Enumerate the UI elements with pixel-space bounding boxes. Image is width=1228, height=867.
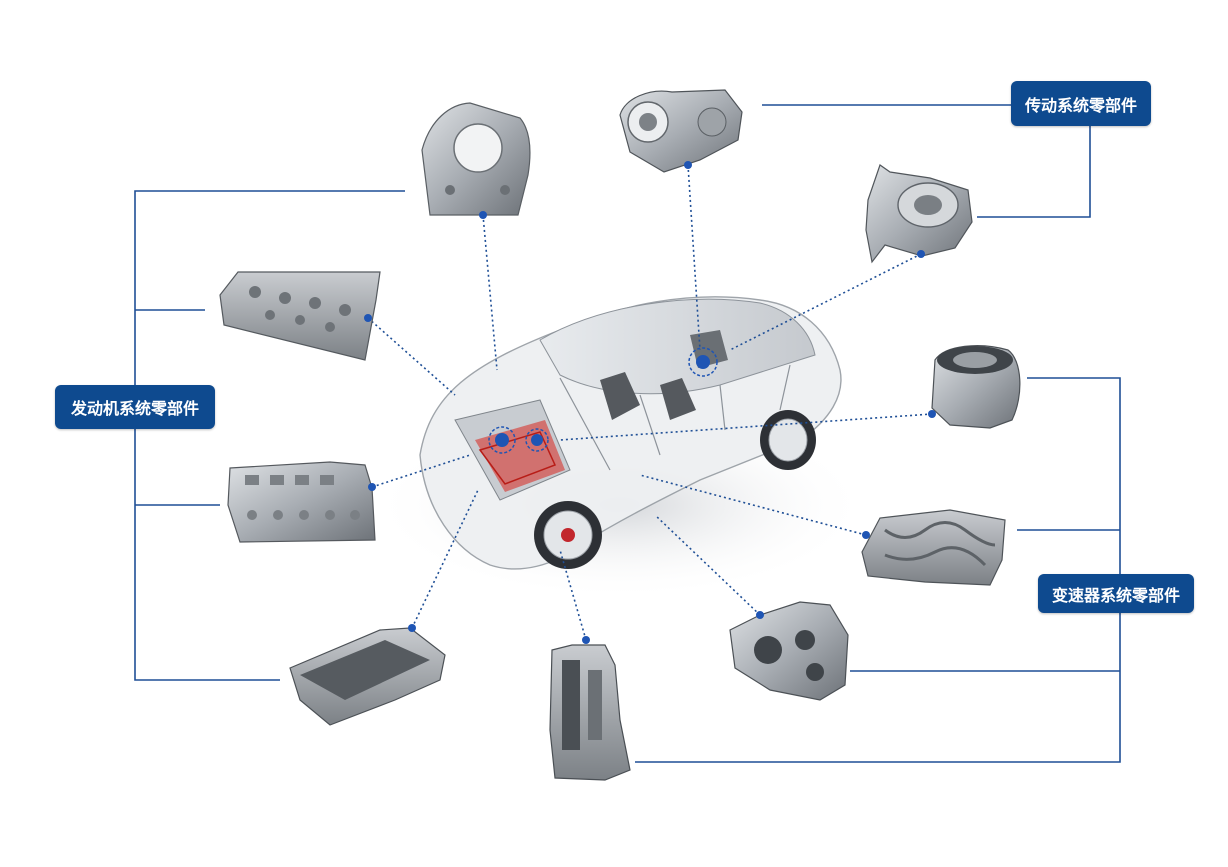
- front-wheel-icon: [534, 501, 602, 569]
- drive-bracket: [762, 104, 1091, 218]
- differential-housing-icon: [865, 164, 973, 264]
- gearbox-bracket: [635, 377, 1121, 763]
- valve-cover-icon: [227, 461, 376, 543]
- engine-system-parts-label: 发动机系统零部件: [55, 385, 215, 429]
- rear-wheel-icon: [760, 410, 816, 470]
- gearbox-system-parts-label: 变速器系统零部件: [1038, 574, 1194, 613]
- valve-body-icon: [861, 509, 1006, 586]
- timing-cover-icon: [421, 102, 531, 219]
- engine-bracket: [134, 190, 405, 681]
- gearbox-housing-icon: [729, 601, 849, 701]
- clutch-drum-icon: [928, 345, 1021, 429]
- oil-pan-icon: [289, 624, 446, 726]
- transparent-car-icon: [370, 296, 870, 600]
- transmission-case-icon: [549, 636, 631, 781]
- cylinder-head-icon: [219, 271, 381, 361]
- connector-lines: [367, 164, 933, 641]
- transfer-case-icon: [619, 89, 743, 173]
- drive-system-parts-label: 传动系统零部件: [1011, 81, 1151, 126]
